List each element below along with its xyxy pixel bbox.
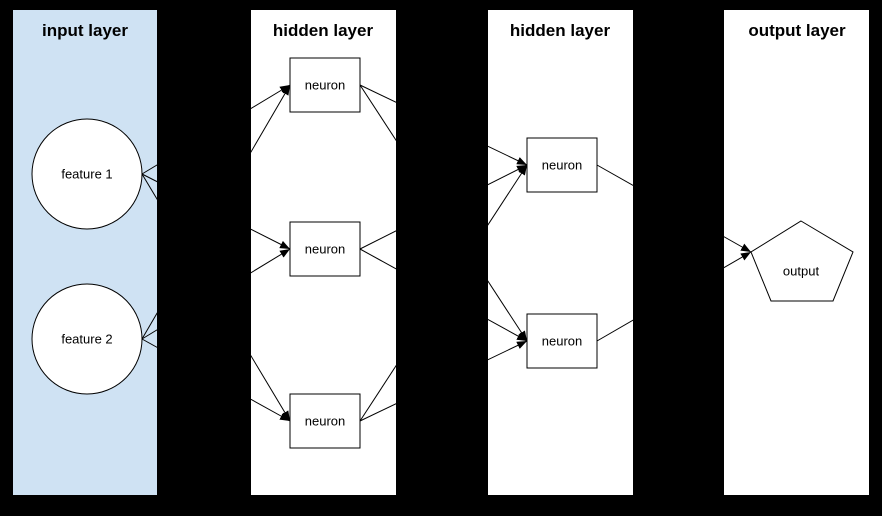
hidden-layer-2-title: hidden layer bbox=[510, 21, 611, 40]
edge-h2n1-to-output bbox=[596, 164, 752, 253]
hidden1-neuron-1-node bbox=[289, 57, 361, 113]
network-nodes: feature 1 feature 2 neuron neuron neuron… bbox=[31, 57, 854, 449]
edge-h2n2-to-output bbox=[596, 251, 752, 342]
edge-feature2-to-h1n1 bbox=[141, 84, 291, 340]
input-layer-title: input layer bbox=[42, 21, 128, 40]
hidden1-neuron-3-node bbox=[289, 393, 361, 449]
edge-h1n1-to-h2n1 bbox=[359, 84, 528, 166]
edge-feature2-to-h1n2 bbox=[141, 248, 291, 340]
edge-feature2-to-h1n3 bbox=[141, 338, 291, 422]
layer-titles: input layer hidden layer hidden layer ou… bbox=[42, 21, 846, 40]
output-node bbox=[750, 220, 854, 302]
edge-h1n3-to-h2n1 bbox=[359, 164, 528, 422]
feature-2-node bbox=[31, 283, 143, 395]
edge-h1n2-to-h2n1 bbox=[359, 164, 528, 250]
hidden-layer-1-title: hidden layer bbox=[273, 21, 374, 40]
hidden2-neuron-1-label: neuron bbox=[542, 158, 582, 173]
hidden2-neuron-2-node bbox=[526, 313, 598, 369]
hidden1-neuron-1-label: neuron bbox=[305, 78, 345, 93]
hidden-layer-2-panel bbox=[488, 10, 633, 495]
output-label: output bbox=[783, 264, 820, 279]
connection-arrows bbox=[141, 84, 752, 422]
hidden1-neuron-3-label: neuron bbox=[305, 414, 345, 429]
output-layer-title: output layer bbox=[748, 21, 846, 40]
feature-1-label: feature 1 bbox=[61, 167, 112, 182]
input-layer-panel bbox=[13, 10, 157, 495]
feature-1-node bbox=[31, 118, 143, 230]
hidden1-neuron-2-node bbox=[289, 221, 361, 277]
edge-h1n1-to-h2n2 bbox=[359, 84, 528, 342]
hidden2-neuron-1-node bbox=[526, 137, 598, 193]
edge-feature1-to-h1n1 bbox=[141, 84, 291, 175]
hidden1-neuron-2-label: neuron bbox=[305, 242, 345, 257]
layer-panels bbox=[13, 10, 869, 495]
feature-2-label: feature 2 bbox=[61, 332, 112, 347]
hidden2-neuron-2-label: neuron bbox=[542, 334, 582, 349]
edge-feature1-to-h1n3 bbox=[141, 173, 291, 422]
edge-h1n3-to-h2n2 bbox=[359, 340, 528, 422]
edge-h1n2-to-h2n2 bbox=[359, 248, 528, 342]
